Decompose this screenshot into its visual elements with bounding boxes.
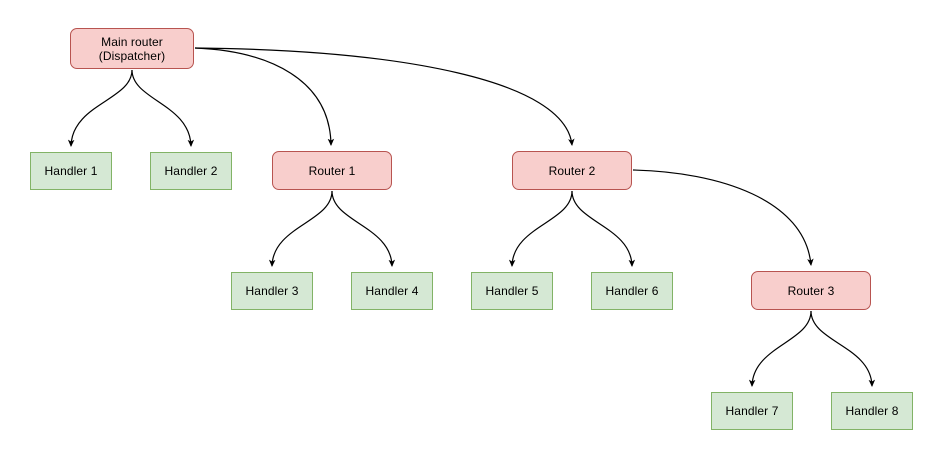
node-handler-1[interactable]: Handler 1 bbox=[30, 152, 112, 190]
node-handler-4[interactable]: Handler 4 bbox=[351, 272, 433, 310]
node-handler-2[interactable]: Handler 2 bbox=[150, 152, 232, 190]
edge-router-2-to-router-3 bbox=[632, 169, 814, 266]
node-label-handler-2: Handler 2 bbox=[164, 164, 218, 178]
node-handler-6[interactable]: Handler 6 bbox=[591, 272, 673, 310]
node-label-router-2: Router 2 bbox=[548, 163, 596, 178]
edge-main-to-router-2 bbox=[194, 47, 575, 146]
edge-main-to-router-1 bbox=[194, 47, 335, 146]
node-main-router[interactable]: Main router (Dispatcher) bbox=[70, 28, 194, 69]
node-handler-7[interactable]: Handler 7 bbox=[711, 392, 793, 430]
node-handler-8[interactable]: Handler 8 bbox=[831, 392, 913, 430]
edge-group bbox=[67, 47, 876, 387]
node-label-handler-1: Handler 1 bbox=[44, 164, 98, 178]
node-label-handler-4: Handler 4 bbox=[365, 284, 419, 298]
edge-main-to-handler-2 bbox=[131, 69, 195, 147]
edge-main-to-handler-1 bbox=[67, 69, 133, 147]
node-router-3[interactable]: Router 3 bbox=[751, 271, 871, 310]
node-label-handler-5: Handler 5 bbox=[485, 284, 539, 298]
edge-router-1-to-handler-3 bbox=[268, 190, 333, 267]
node-label-handler-6: Handler 6 bbox=[605, 284, 659, 298]
edge-router-3-to-handler-8 bbox=[810, 310, 876, 387]
node-label-main-router: Main router (Dispatcher) bbox=[98, 34, 166, 63]
node-label-handler-8: Handler 8 bbox=[845, 404, 899, 418]
node-label-handler-7: Handler 7 bbox=[725, 404, 779, 418]
node-router-1[interactable]: Router 1 bbox=[272, 151, 392, 190]
node-handler-3[interactable]: Handler 3 bbox=[231, 272, 313, 310]
edge-router-1-to-handler-4 bbox=[331, 190, 396, 267]
edge-router-3-to-handler-7 bbox=[748, 310, 812, 387]
edge-router-2-to-handler-5 bbox=[508, 190, 573, 267]
node-handler-5[interactable]: Handler 5 bbox=[471, 272, 553, 310]
node-label-router-1: Router 1 bbox=[308, 163, 356, 178]
node-label-handler-3: Handler 3 bbox=[245, 284, 299, 298]
node-label-router-3: Router 3 bbox=[787, 283, 835, 298]
edge-router-2-to-handler-6 bbox=[571, 190, 636, 267]
node-router-2[interactable]: Router 2 bbox=[512, 151, 632, 190]
